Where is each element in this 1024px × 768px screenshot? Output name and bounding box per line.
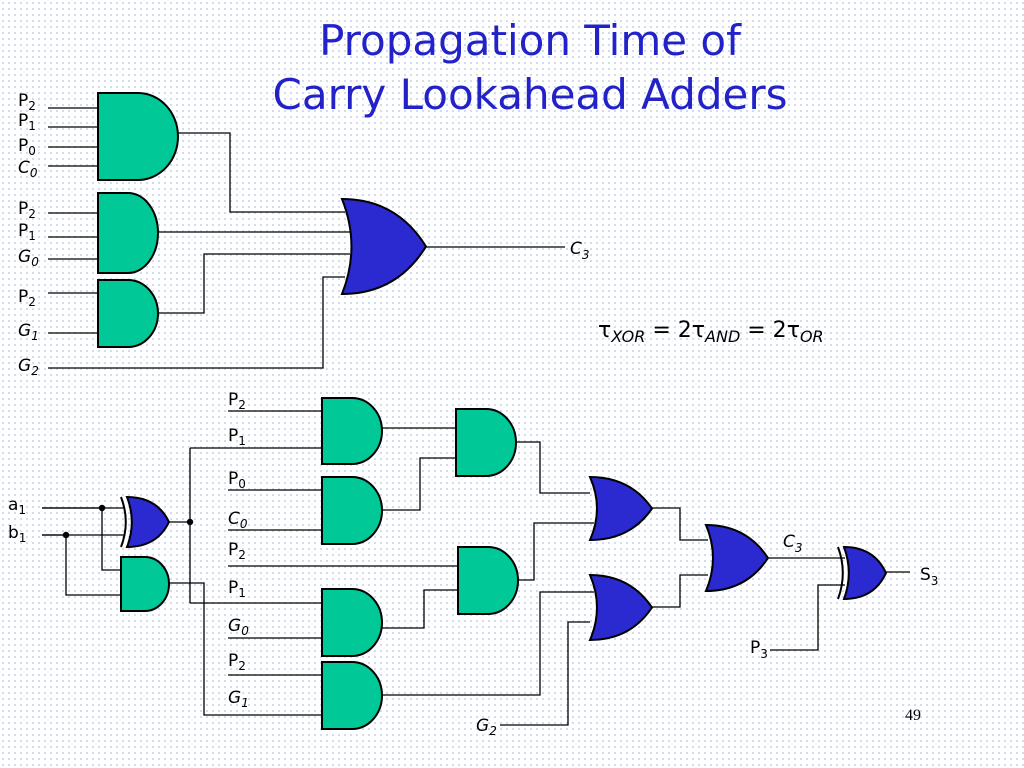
label-p1-a: P1 (18, 111, 36, 133)
label-p1-d: P1 (228, 426, 246, 448)
label-g2-a: G2 (18, 356, 39, 378)
label-p2-f: P2 (228, 651, 246, 673)
page-number: 49 (905, 707, 921, 724)
label-b1: b1 (8, 523, 26, 545)
label-c3-top: C3 (570, 239, 590, 262)
and-gate-b (321, 476, 383, 545)
title-line-2: Carry Lookahead Adders (272, 70, 788, 119)
and-gate-3 (97, 279, 159, 348)
and-gate-2 (97, 192, 159, 274)
and-gate-g (457, 546, 519, 615)
label-g1-e: G1 (228, 688, 249, 710)
or-gate-j (705, 524, 769, 592)
top-wires (48, 107, 565, 369)
label-a1: a1 (8, 495, 26, 517)
label-p1-e: P1 (228, 578, 246, 600)
label-p2-c: P2 (18, 287, 36, 309)
and-gate-1 (96, 91, 180, 182)
xor-gate-input (120, 496, 170, 548)
label-p0-d: P0 (228, 469, 246, 491)
label-g0-e: G0 (228, 616, 249, 638)
label-p1-b: P1 (18, 221, 36, 243)
and-gate-d (321, 588, 383, 657)
or-gate-h (589, 476, 653, 541)
or-gate-c3-top (340, 197, 428, 296)
xor-gate-s3 (837, 546, 887, 600)
and-gate-e (321, 661, 383, 730)
and-gate-a (321, 397, 383, 465)
label-g0-a: G0 (18, 247, 39, 269)
label-c0-a: C0 (18, 158, 38, 180)
label-p2-a: P2 (18, 91, 36, 113)
label-p2-e: P2 (228, 540, 246, 562)
title-line-1: Propagation Time of (319, 16, 741, 65)
label-s3: S3 (920, 565, 938, 588)
label-g1-a: G1 (18, 321, 39, 343)
and-gate-input (120, 556, 170, 612)
label-g2-e: G2 (476, 716, 497, 738)
label-c3-bottom: C3 (783, 532, 803, 555)
label-p3: P3 (750, 638, 768, 661)
junction-dots (62, 504, 194, 539)
or-gate-i (589, 574, 653, 641)
label-p2-b: P2 (18, 199, 36, 221)
equation: τXOR = 2τAND = 2τOR (598, 318, 824, 346)
bottom-wires (42, 410, 910, 726)
label-c0-d: C0 (228, 509, 248, 531)
and-gate-f (455, 408, 517, 477)
label-p0-a: P0 (18, 136, 36, 158)
slide-title: Propagation Time of Carry Lookahead Adde… (0, 14, 1024, 122)
label-p2-d: P2 (228, 390, 246, 412)
